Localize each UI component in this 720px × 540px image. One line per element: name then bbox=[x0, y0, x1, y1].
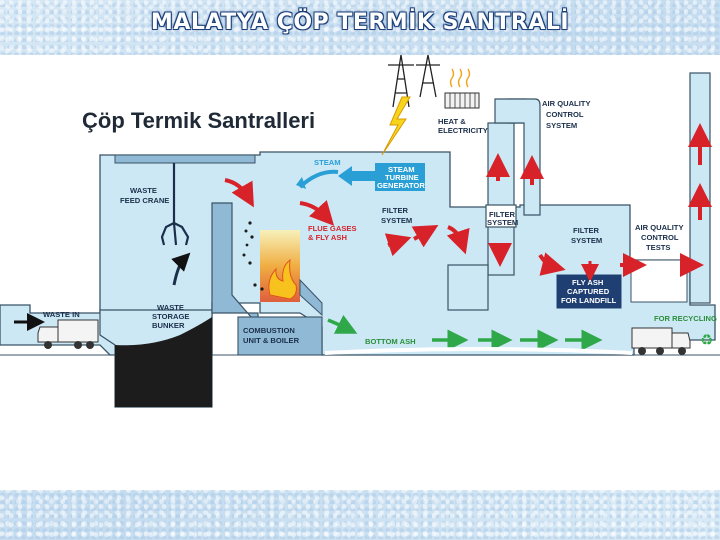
label-heat-electricity-2: ELECTRICITY bbox=[438, 126, 488, 135]
label-steam: STEAM bbox=[314, 158, 341, 167]
turbine-box bbox=[375, 163, 425, 191]
label-flyash-3: FOR LANDFILL bbox=[561, 296, 617, 305]
label-stg-3: GENERATOR bbox=[377, 181, 425, 190]
label-crane-1: WASTE bbox=[130, 186, 157, 195]
diagram-panel: Çöp Termik Santralleri bbox=[0, 55, 720, 490]
label-flyash-1: FLY ASH bbox=[572, 278, 603, 287]
label-flue-2: & FLY ASH bbox=[308, 233, 347, 242]
bunker-up-arrow bbox=[171, 252, 191, 286]
label-bunker-3: BUNKER bbox=[152, 321, 185, 330]
label-filter1-1: FILTER bbox=[382, 206, 409, 215]
label-filter1-2: SYSTEM bbox=[381, 216, 412, 225]
garbage-truck-icon bbox=[631, 327, 691, 355]
furnace bbox=[260, 230, 300, 302]
waste-particles bbox=[116, 346, 133, 359]
ash-slope bbox=[299, 278, 323, 317]
crane-claw-icon bbox=[160, 163, 190, 246]
label-stg-2: TURBINE bbox=[385, 173, 419, 182]
waste-pile bbox=[115, 317, 212, 407]
label-bunker-2: STORAGE bbox=[152, 312, 189, 321]
label-aqcs-1: AIR QUALITY bbox=[542, 99, 591, 108]
slide-title: MALATYA ÇÖP TERMİK SANTRALİ bbox=[150, 10, 570, 35]
label-filter3-1: FILTER bbox=[573, 226, 600, 235]
bottom-ash-bed bbox=[324, 347, 633, 355]
labels: HEAT & ELECTRICITY AIR QUALITY CONTROL S… bbox=[43, 99, 717, 346]
label-aqcs-3: SYSTEM bbox=[546, 121, 577, 130]
lightning-icon bbox=[381, 96, 411, 156]
bed-particles bbox=[242, 221, 264, 291]
flame-icon bbox=[268, 258, 297, 300]
waste-to-energy-diagram: Çöp Termik Santralleri bbox=[0, 55, 720, 408]
bottom-ash-flow bbox=[327, 314, 603, 351]
chimney bbox=[689, 72, 711, 304]
label-flyash-2: CAPTURED bbox=[567, 287, 610, 296]
recycle-icon: ♻ bbox=[700, 331, 713, 349]
label-filter3-2: SYSTEM bbox=[571, 236, 602, 245]
label-crane-2: FEED CRANE bbox=[120, 196, 169, 205]
label-aqct-3: TESTS bbox=[646, 243, 670, 252]
label-aqcs-2: CONTROL bbox=[546, 110, 584, 119]
aqc-tests-box bbox=[630, 259, 688, 303]
label-flue-1: FLUE GASES bbox=[308, 224, 357, 233]
label-stg-1: STEAM bbox=[388, 165, 415, 174]
diagram-title: Çöp Termik Santralleri bbox=[82, 108, 315, 133]
label-waste-in: WASTE IN bbox=[43, 310, 80, 319]
radiator-icon bbox=[444, 68, 480, 109]
garbage-truck-icon bbox=[37, 319, 99, 349]
label-combustion-1: COMBUSTION bbox=[243, 326, 295, 335]
turbine-arrow bbox=[338, 166, 375, 186]
label-filter2-1: FILTER bbox=[489, 210, 516, 219]
bunker-roof bbox=[114, 154, 256, 164]
label-combustion-2: UNIT & BOILER bbox=[243, 336, 300, 345]
label-recycling: FOR RECYCLING bbox=[654, 314, 717, 323]
power-pylon-icon bbox=[388, 55, 440, 108]
flue-gas-flow bbox=[224, 123, 712, 277]
label-aqct-2: CONTROL bbox=[641, 233, 679, 242]
label-aqct-1: AIR QUALITY bbox=[635, 223, 684, 232]
label-filter2-2: SYSTEM bbox=[487, 218, 518, 227]
label-bunker-1: WASTE bbox=[157, 303, 184, 312]
combustion-unit-box bbox=[237, 316, 323, 356]
label-bottom-ash: BOTTOM ASH bbox=[365, 337, 416, 346]
label-heat-electricity-1: HEAT & bbox=[438, 117, 466, 126]
